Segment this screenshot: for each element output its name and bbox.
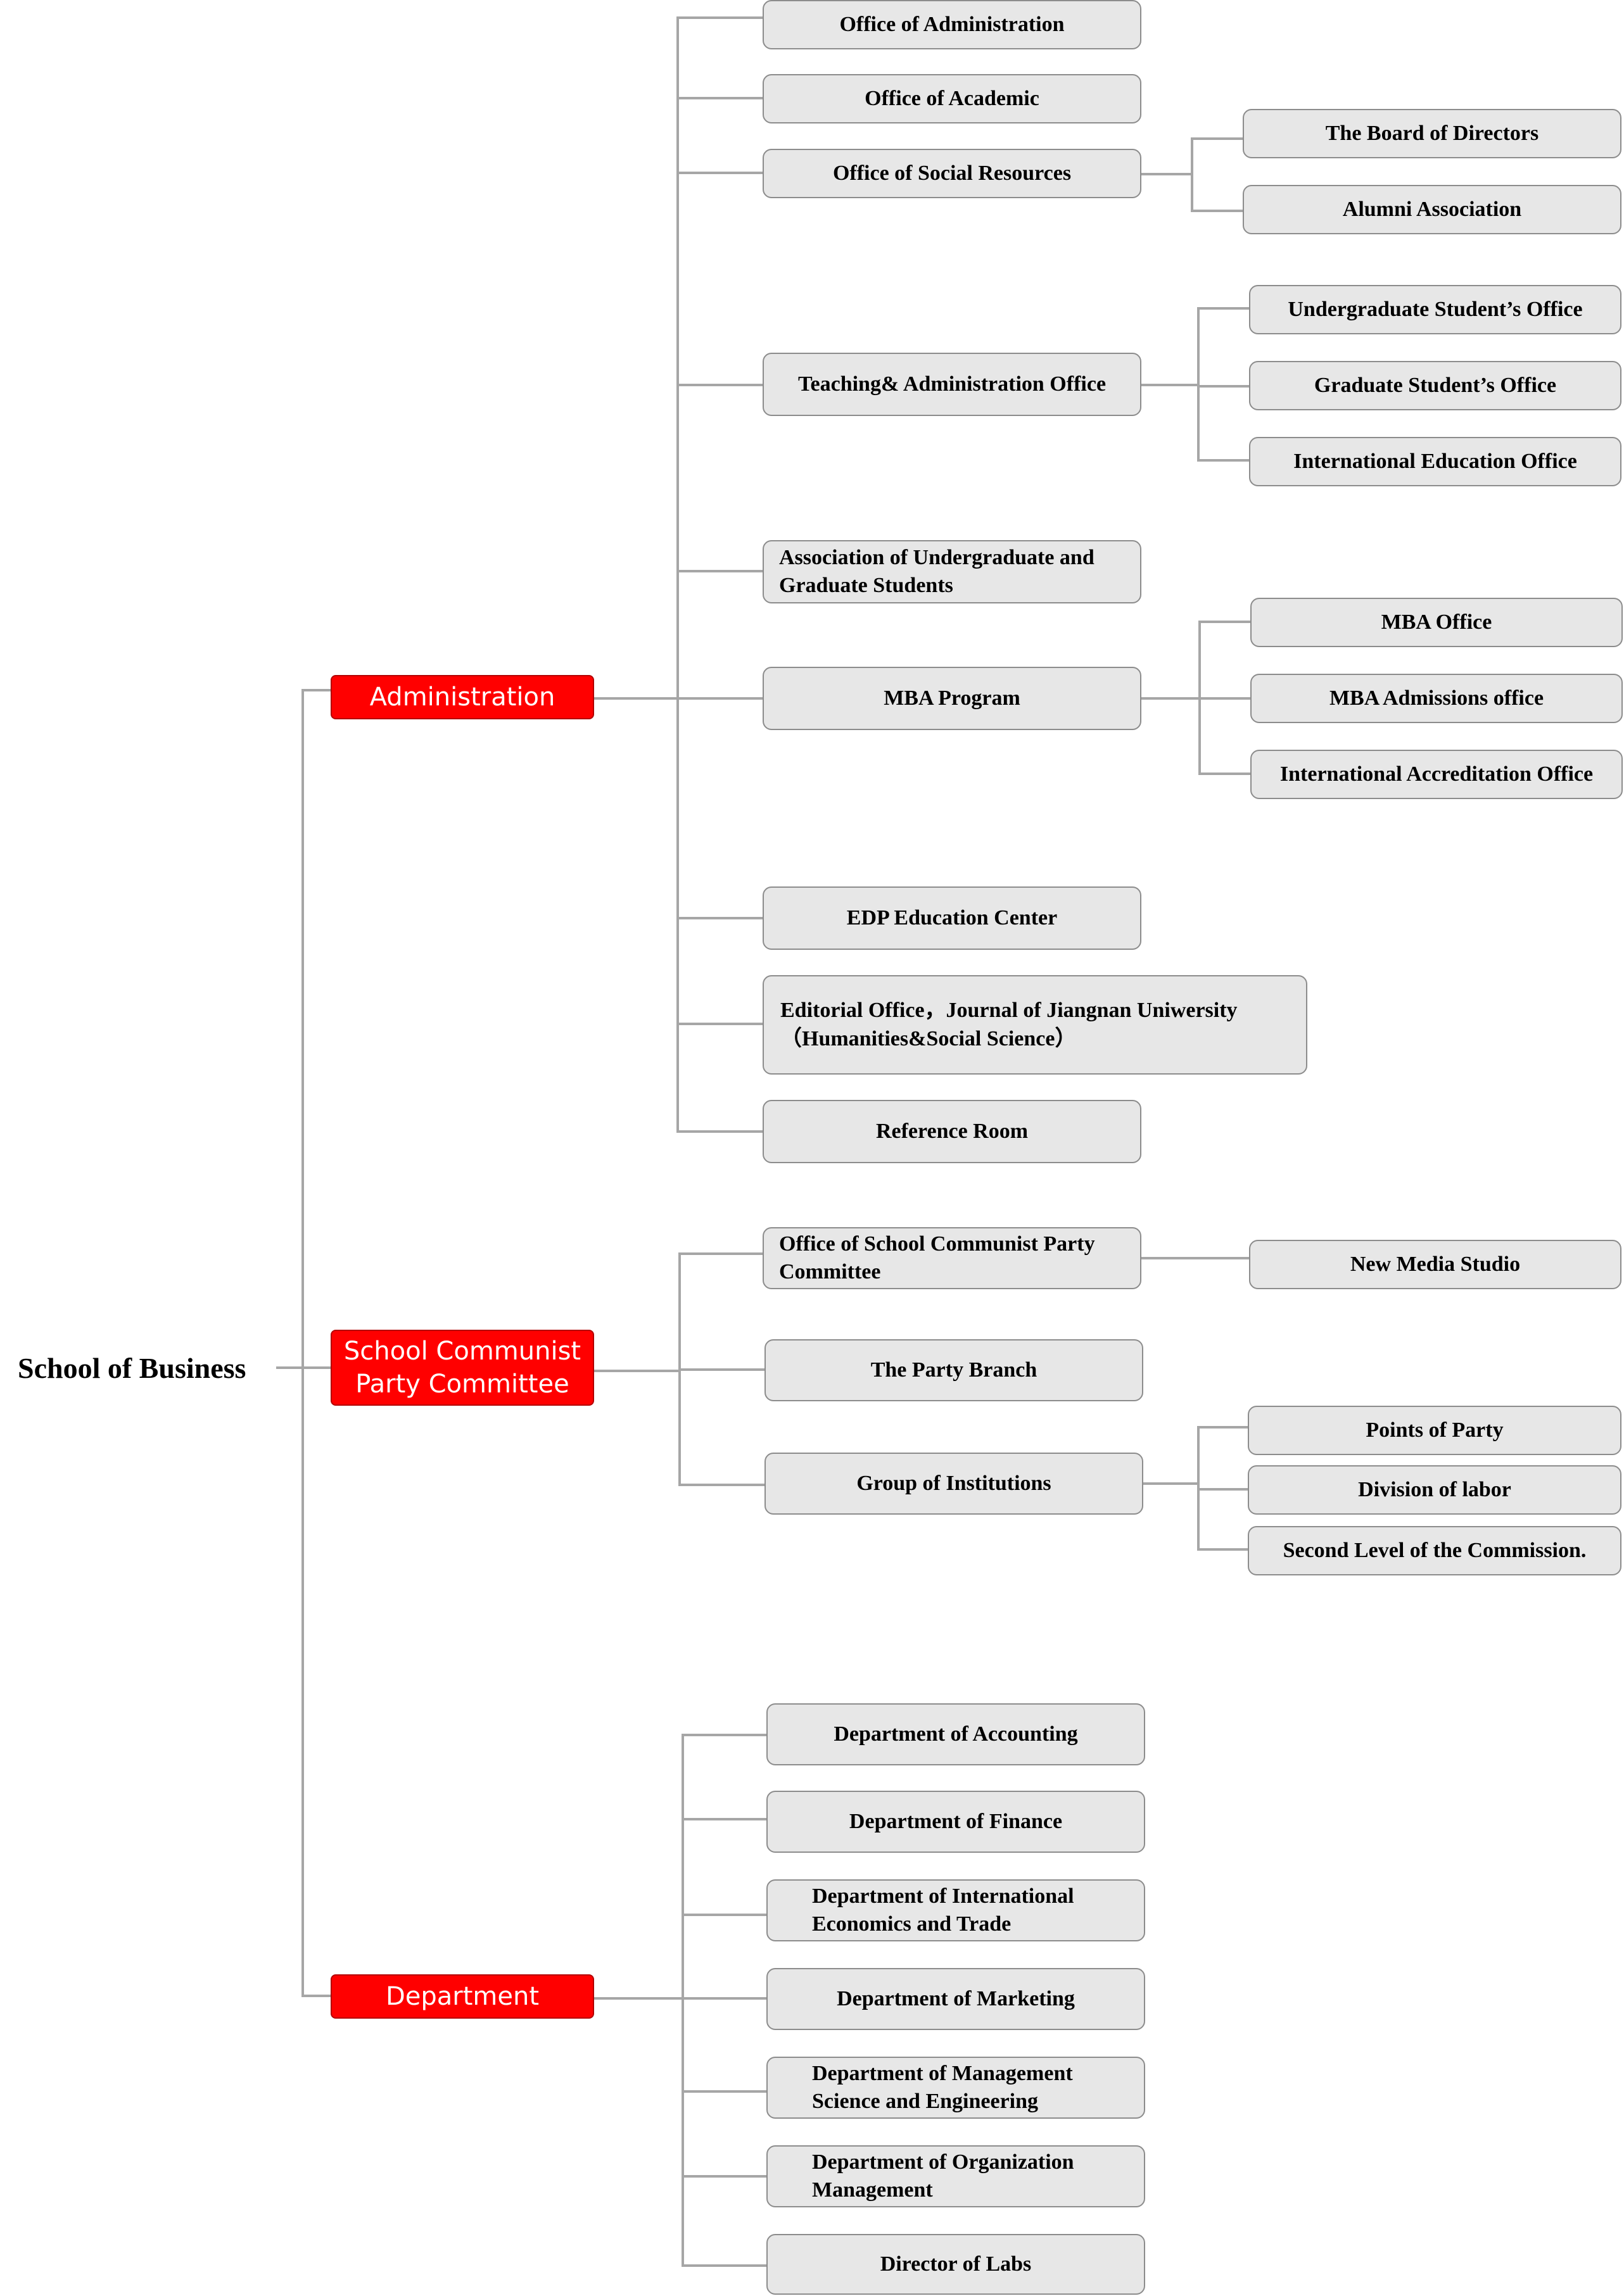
node-department-of-accounting: Department of Accounting	[766, 1703, 1145, 1765]
node-party-branch: The Party Branch	[764, 1339, 1143, 1401]
node-student-association: Association of Undergraduate and Graduat…	[763, 540, 1141, 603]
node-division-of-labor: Division of labor	[1248, 1465, 1621, 1515]
node-international-accreditation-office: International Accreditation Office	[1250, 750, 1623, 799]
node-department-of-marketing: Department of Marketing	[766, 1968, 1145, 2030]
category-administration: Administration	[331, 675, 594, 719]
node-mba-office: MBA Office	[1250, 598, 1623, 647]
node-department-of-management-science: Department of Management Science and Eng…	[766, 2057, 1145, 2119]
node-mba-admissions-office: MBA Admissions office	[1250, 674, 1623, 723]
node-party-office: Office of School Communist Party Committ…	[763, 1227, 1141, 1289]
node-office-of-academic: Office of Academic	[763, 74, 1141, 123]
node-alumni-association: Alumni Association	[1243, 185, 1621, 234]
node-department-of-international-economics: Department of International Economics an…	[766, 1879, 1145, 1941]
node-new-media-studio: New Media Studio	[1249, 1240, 1621, 1289]
editorial-office-line-2: （Humanities&Social Science）	[780, 1026, 1077, 1050]
node-mba-program: MBA Program	[763, 667, 1141, 730]
node-department-of-finance: Department of Finance	[766, 1791, 1145, 1853]
node-office-of-administration: Office of Administration	[763, 0, 1141, 49]
node-edp-education-center: EDP Education Center	[763, 886, 1141, 950]
node-department-of-organization-management: Department of Organization Management	[766, 2145, 1145, 2207]
node-reference-room: Reference Room	[763, 1100, 1141, 1163]
editorial-office-line-1: Editorial Office，Journal of Jiangnan Uni…	[780, 999, 1238, 1023]
node-points-of-party: Points of Party	[1248, 1406, 1621, 1455]
node-director-of-labs: Director of Labs	[766, 2234, 1145, 2295]
node-board-of-directors: The Board of Directors	[1243, 109, 1621, 158]
node-graduate-office: Graduate Student’s Office	[1249, 361, 1621, 410]
node-editorial-office: Editorial Office，Journal of Jiangnan Uni…	[763, 975, 1307, 1075]
root-node-school-of-business: School of Business	[18, 1351, 246, 1384]
category-party-committee: School Communist Party Committee	[331, 1330, 594, 1406]
node-second-level-commission: Second Level of the Commission.	[1248, 1526, 1621, 1575]
node-international-education-office: International Education Office	[1249, 437, 1621, 486]
node-group-of-institutions: Group of Institutions	[764, 1453, 1143, 1515]
node-teaching-administration-office: Teaching& Administration Office	[763, 353, 1141, 416]
node-undergraduate-office: Undergraduate Student’s Office	[1249, 285, 1621, 334]
category-department: Department	[331, 1974, 594, 2019]
node-office-of-social-resources: Office of Social Resources	[763, 149, 1141, 198]
